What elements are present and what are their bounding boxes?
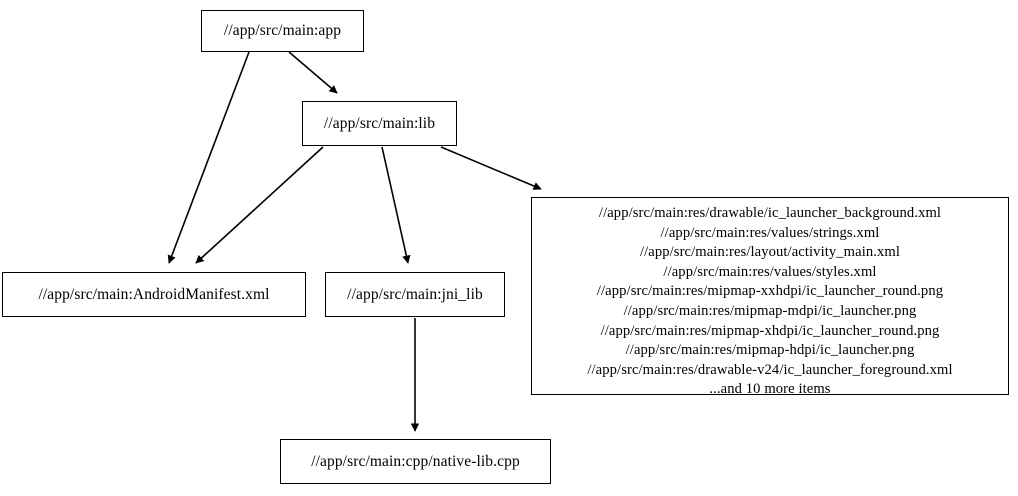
node-jni-lib-label: //app/src/main:jni_lib xyxy=(347,285,483,303)
edge-app-to-lib xyxy=(288,51,338,94)
edge-app-to-manifest xyxy=(167,51,250,264)
edge-lib-to-resources xyxy=(440,146,542,190)
resource-line: //app/src/main:res/drawable-v24/ic_launc… xyxy=(587,361,953,378)
resource-line: //app/src/main:res/values/styles.xml xyxy=(663,263,877,280)
node-android-manifest-label: //app/src/main:AndroidManifest.xml xyxy=(38,285,270,303)
resource-line: //app/src/main:res/layout/activity_main.… xyxy=(639,244,901,261)
resource-line: //app/src/main:res/mipmap-xxhdpi/ic_laun… xyxy=(596,283,944,300)
edge-lib-to-manifest xyxy=(195,146,324,264)
node-native-lib-cpp-label: //app/src/main:cpp/native-lib.cpp xyxy=(311,452,520,470)
resource-line: //app/src/main:res/mipmap-mdpi/ic_launch… xyxy=(623,302,917,319)
resource-line: //app/src/main:res/drawable/ic_launcher_… xyxy=(598,205,942,221)
resource-line: //app/src/main:res/mipmap-hdpi/ic_launch… xyxy=(625,342,915,359)
resource-line: //app/src/main:res/mipmap-xhdpi/ic_launc… xyxy=(600,322,940,339)
node-jni-lib[interactable]: //app/src/main:jni_lib xyxy=(325,272,505,317)
resource-line: //app/src/main:res/values/strings.xml xyxy=(660,224,880,241)
node-lib-label: //app/src/main:lib xyxy=(323,114,436,132)
node-app[interactable]: //app/src/main:app xyxy=(201,10,364,52)
resource-line-more-items: ...and 10 more items xyxy=(709,381,831,398)
node-app-label: //app/src/main:app xyxy=(223,22,342,40)
edge-lib-to-jni-lib xyxy=(381,146,411,264)
node-lib[interactable]: //app/src/main:lib xyxy=(302,101,457,146)
node-native-lib-cpp[interactable]: //app/src/main:cpp/native-lib.cpp xyxy=(280,439,551,484)
node-resources-group[interactable]: //app/src/main:res/drawable/ic_launcher_… xyxy=(531,197,1009,397)
node-android-manifest[interactable]: //app/src/main:AndroidManifest.xml xyxy=(2,272,306,317)
